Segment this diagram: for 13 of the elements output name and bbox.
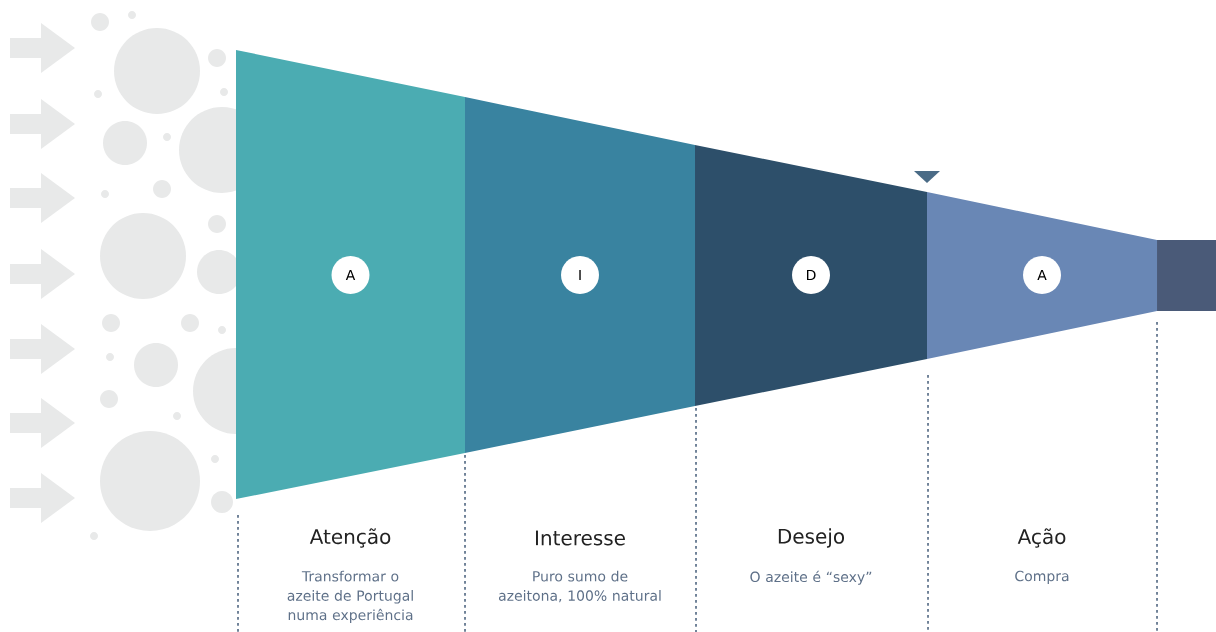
stage-heading: Interesse — [536, 530, 625, 546]
funnel-outlet — [1157, 240, 1216, 311]
stage-heading: Atenção — [309, 528, 391, 548]
funnel-segment: A — [927, 192, 1157, 359]
funnel-segment: I — [465, 97, 695, 453]
funnel-segment: A — [236, 50, 465, 499]
stage-heading: Desejo — [778, 528, 845, 548]
stage-description: Transformar o azeite de Portugal numa experiência — [287, 570, 413, 623]
stage-description: Compra — [1015, 570, 1069, 584]
stage-description: O azeite é “sexy” — [750, 570, 872, 585]
funnel-segment: D — [695, 145, 927, 406]
stage-heading: Ação — [1017, 528, 1066, 548]
stage-description: Puro sumo de azeitona, 100% natural — [498, 570, 661, 603]
